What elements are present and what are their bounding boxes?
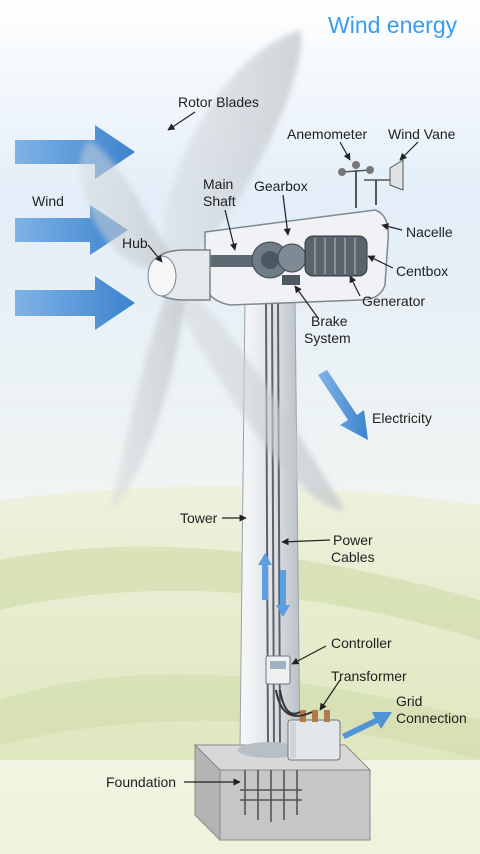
wind-arrow: [15, 276, 135, 330]
leader-gearbox: [282, 194, 291, 236]
leader-power-cables: [281, 538, 331, 546]
label-power-cables-l2: Cables: [331, 549, 375, 565]
wind-vane: [364, 159, 404, 205]
label-electricity: Electricity: [372, 410, 432, 426]
foundation: [193, 743, 372, 842]
label-wind: Wind: [32, 193, 64, 209]
leader-generator: [349, 275, 361, 297]
brake-system: [282, 275, 300, 285]
label-wind-vane: Wind Vane: [388, 126, 456, 142]
label-centbox: Centbox: [396, 263, 448, 279]
nacelle: [204, 209, 389, 306]
controller-box: [265, 655, 291, 685]
label-generator: Generator: [362, 293, 425, 309]
label-grid-l2: Connection: [396, 710, 467, 726]
cable-flow-arrow-down: [276, 570, 290, 617]
label-grid-l1: Grid: [396, 693, 422, 709]
label-power-cables-l1: Power: [333, 532, 373, 548]
label-main-shaft-l2: Shaft: [203, 193, 236, 209]
leader-main-shaft: [224, 209, 237, 251]
leader-hub: [147, 244, 163, 263]
gearbox: [251, 241, 307, 279]
leader-centbox: [367, 255, 394, 269]
leader-anemometer: [339, 141, 351, 161]
leader-brake: [294, 285, 319, 319]
label-controller: Controller: [331, 635, 392, 651]
label-rotor-blades: Rotor Blades: [178, 94, 259, 110]
leader-nacelle: [381, 223, 403, 231]
page-title: Wind energy: [328, 12, 458, 38]
label-gearbox: Gearbox: [254, 178, 308, 194]
electricity-arrow: [318, 370, 368, 440]
label-brake-l1: Brake: [311, 313, 348, 329]
label-tower: Tower: [180, 510, 218, 526]
transformer: [275, 689, 341, 761]
label-main-shaft-l1: Main: [203, 176, 233, 192]
cable-flow-arrow-up: [258, 553, 272, 600]
leader-wind-vane: [399, 141, 419, 161]
rotor-blades: [79, 30, 345, 510]
label-transformer: Transformer: [331, 668, 407, 684]
label-foundation: Foundation: [106, 774, 176, 790]
leader-rotor-blades: [167, 111, 196, 131]
generator: [304, 235, 368, 277]
leader-controller: [291, 645, 327, 665]
grid-connection-arrow: [342, 712, 392, 739]
label-anemometer: Anemometer: [287, 126, 367, 142]
label-nacelle: Nacelle: [406, 224, 453, 240]
label-brake-l2: System: [304, 330, 351, 346]
field-stripe: [0, 546, 480, 640]
tower-base: [238, 742, 302, 758]
label-hub: Hub: [122, 235, 148, 251]
anemometer: [338, 161, 374, 208]
leader-transformer: [319, 679, 341, 711]
